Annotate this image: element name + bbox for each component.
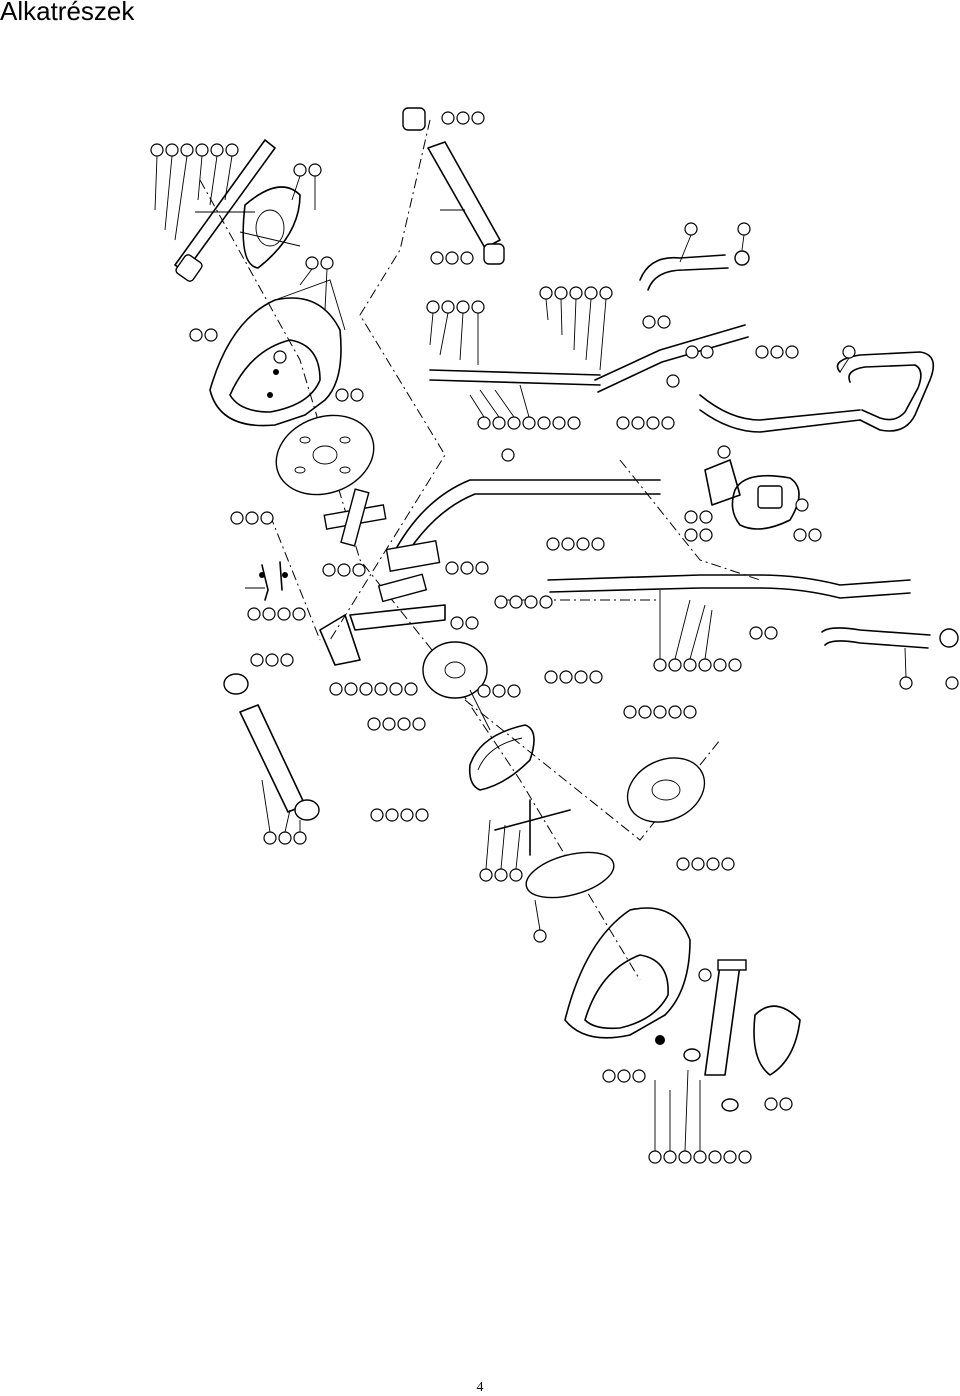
front-stabilizer-assembly [683,959,801,1112]
seat-bracket [323,488,387,547]
assembly-center-lines [199,119,761,981]
left-mechanism [245,561,288,601]
page-title: Alkatrészek [0,0,135,26]
part-callouts [150,111,959,1164]
right-cover-lower [564,907,691,1045]
seat-support-lower [494,799,615,899]
left-post-assembly [223,673,320,821]
main-frame [319,479,661,666]
crank-disc [422,641,491,731]
rear-stabilizer-assembly [174,139,301,282]
right-handlebar-loop [699,351,935,433]
saddle [468,724,535,791]
lower-handlebar [547,574,959,649]
flywheel-disc [275,414,375,496]
upper-handlebar [429,250,750,393]
left-cover-upper [209,279,346,427]
console [704,459,800,530]
page-number: 4 [476,1380,484,1395]
handlebar-post [402,107,505,265]
resistance-wheel [626,757,706,823]
callout-leaders [154,155,907,1152]
